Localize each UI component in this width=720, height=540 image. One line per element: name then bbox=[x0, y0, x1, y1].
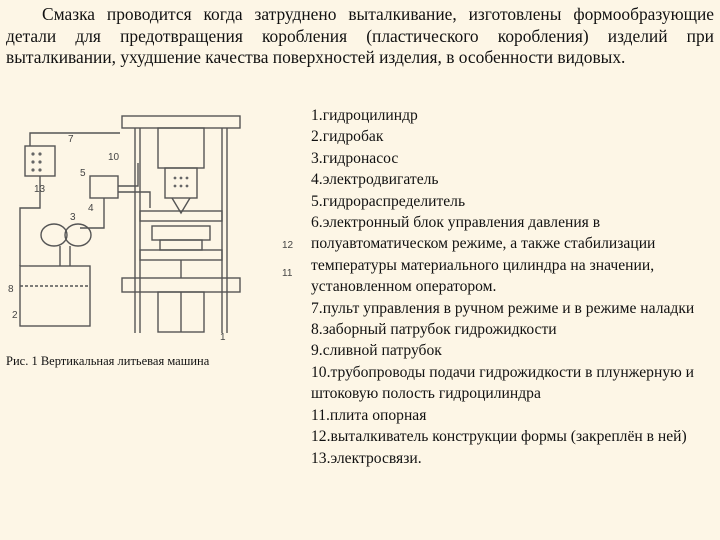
fig-label-4: 4 bbox=[88, 203, 94, 214]
intro-paragraph: Смазка проводится когда затруднено вытал… bbox=[6, 4, 714, 67]
legend-item: 9.сливной патрубок bbox=[311, 342, 442, 360]
fig-label-2: 2 bbox=[12, 310, 18, 321]
fig-label-3: 3 bbox=[70, 212, 76, 223]
legend-item: 10.трубопроводы подачи гидрожидкости в п… bbox=[311, 363, 695, 403]
legend-item: 11.плита опорная bbox=[311, 406, 427, 424]
legend-item: 6.электронный блок управления давления в… bbox=[311, 214, 656, 296]
distributor-shape bbox=[89, 175, 119, 199]
legend-item: 1.гидроцилиндр bbox=[311, 107, 418, 124]
pump-shape bbox=[64, 223, 92, 247]
machine-diagram-svg: 7 10 5 13 4 3 12 11 8 2 1 bbox=[8, 115, 294, 343]
legend-item: 7.пульт управления в ручном режиме и в р… bbox=[311, 299, 695, 317]
fig-label-13: 13 bbox=[34, 184, 46, 195]
legend-item: 12.выталкиватель конструкции формы (закр… bbox=[311, 428, 687, 446]
motor-shape bbox=[40, 223, 68, 247]
fig-label-5: 5 bbox=[80, 168, 86, 179]
legend-item: 13.электросвязи. bbox=[311, 449, 422, 467]
mould-plate-shape bbox=[139, 210, 223, 222]
top-plate-shape bbox=[121, 115, 241, 129]
fig-label-10: 10 bbox=[108, 152, 120, 163]
fig-label-12: 12 bbox=[282, 240, 294, 251]
legend-item: 2.гидробак bbox=[311, 128, 384, 146]
hydraulic-tank-shape bbox=[19, 265, 91, 327]
legend-item: 3.гидронасос bbox=[311, 149, 399, 167]
legend-item: 5.гидрораспределитель bbox=[311, 192, 466, 210]
figure-caption: Рис. 1 Вертикальная литьевая машина bbox=[6, 354, 210, 368]
fig-label-1: 1 bbox=[220, 332, 226, 343]
legend-item: 8.заборный патрубок гидрожидкости bbox=[311, 321, 557, 339]
legend-item: 4.электродвигатель bbox=[311, 171, 439, 189]
legend-list: 1.гидроцилиндр 2.гидробак 3.гидронасос 4… bbox=[311, 105, 716, 469]
fig-label-11: 11 bbox=[282, 268, 293, 279]
fig-label-7: 7 bbox=[68, 134, 74, 145]
machine-diagram: 7 10 5 13 4 3 12 11 8 2 1 bbox=[0, 108, 305, 353]
fig-label-8: 8 bbox=[8, 284, 14, 295]
